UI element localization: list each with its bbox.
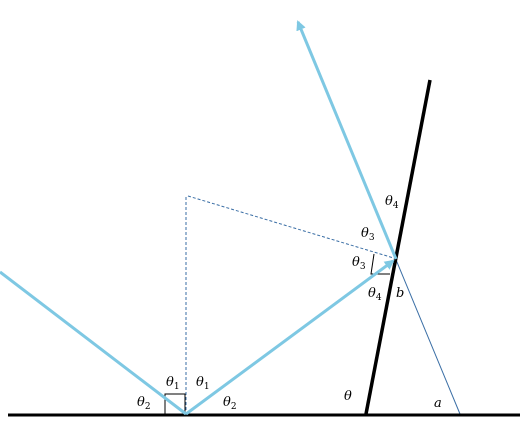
theta-label: θ [344, 389, 352, 404]
tilted-surface [364, 79, 432, 415]
b-label: b [396, 286, 404, 301]
theta2-left-label: θ2 [137, 395, 151, 412]
first-reflected-ray [185, 259, 395, 416]
incident-ray [0, 270, 187, 416]
right-angle-marker-second [370, 253, 390, 275]
theta3-upper-label: θ3 [361, 226, 375, 243]
theta2-right-label: θ2 [223, 395, 237, 412]
theta1-right-label: θ1 [196, 375, 210, 392]
theta1-left-label: θ1 [166, 375, 180, 392]
second-reflected-ray [296, 20, 398, 260]
a-label: a [434, 396, 442, 411]
extension-dashed-line [187, 195, 398, 260]
theta4-upper-label: θ4 [385, 194, 399, 211]
theta3-lower-label: θ3 [352, 255, 366, 272]
theta4-lower-label: θ4 [368, 286, 382, 303]
